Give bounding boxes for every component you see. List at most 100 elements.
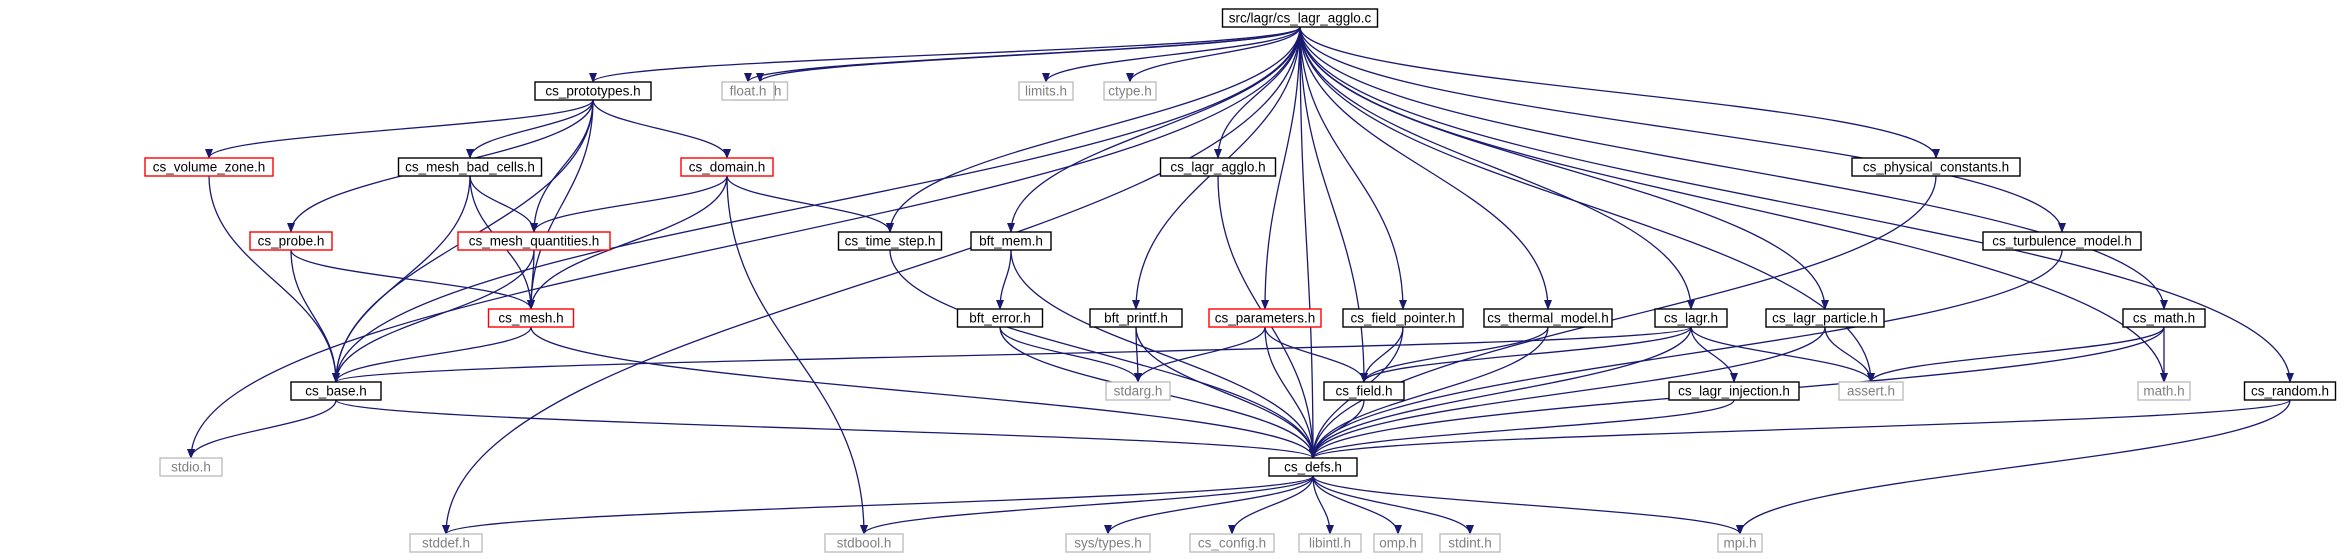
node-label: stdbool.h — [837, 536, 892, 551]
node-label: cs_parameters.h — [1215, 311, 1316, 326]
node-label: cs_field_pointer.h — [1350, 311, 1455, 326]
node-label: assert.h — [1847, 384, 1895, 399]
node-label: math.h — [2143, 384, 2184, 399]
node-cs-prototypes[interactable]: cs_prototypes.h — [534, 81, 652, 101]
node-box — [1323, 381, 1405, 401]
edge-cs_defs-to-stdint — [1312, 475, 1474, 535]
edge-cs_lagr_particle-to-cs_defs — [1309, 326, 1826, 459]
edge-root-to-cs_math — [1299, 26, 2168, 310]
node-cs-math[interactable]: cs_math.h — [2122, 308, 2206, 328]
edge-cs_field_pointer-to-cs_field — [1360, 326, 1404, 383]
node-ctype: ctype.h — [1103, 81, 1157, 101]
node-label: sys/types.h — [1074, 536, 1142, 551]
node-box — [970, 231, 1052, 251]
node-label: cs_prototypes.h — [545, 84, 640, 99]
edge-cs_mesh_quantities-to-cs_base — [332, 249, 535, 383]
node-cs-mesh[interactable]: cs_mesh.h — [487, 308, 575, 328]
node-box — [1268, 457, 1358, 477]
node-cs-base[interactable]: cs_base.h — [290, 381, 382, 401]
edge-cs_time_step-to-cs_defs — [889, 249, 1317, 459]
node-label: cs_mesh.h — [498, 311, 563, 326]
edge-cs_defs-to-libintl — [1312, 475, 1334, 535]
edge-cs_turbulence_model-to-cs_defs — [1309, 249, 2063, 459]
edge-cs_thermal_model-to-cs_defs — [1309, 326, 1549, 459]
node-box — [1765, 308, 1885, 328]
node-box — [1483, 308, 1613, 328]
node-cs-random[interactable]: cs_random.h — [2243, 381, 2337, 401]
node-box — [1103, 81, 1157, 101]
node-box — [409, 533, 483, 553]
edge-cs_prototypes-to-cs_mesh_bad_cells — [466, 99, 594, 159]
node-cs-physical-constants[interactable]: cs_physical_constants.h — [1851, 157, 2021, 177]
node-label: stddef.h — [422, 536, 470, 551]
node-cs-field-pointer[interactable]: cs_field_pointer.h — [1342, 308, 1464, 328]
node-cs-config: cs_config.h — [1189, 533, 1275, 553]
edge-root-to-cs_thermal_model — [1299, 26, 1552, 310]
edge-cs_random-to-mpi — [1736, 399, 2291, 535]
node-box — [2243, 381, 2337, 401]
node-label: cs_defs.h — [1284, 460, 1342, 475]
node-float: float.h — [721, 81, 775, 101]
node-label: cs_lagr_injection.h — [1678, 384, 1790, 399]
node-cs-time-step[interactable]: cs_time_step.h — [837, 231, 943, 251]
node-label: cs_turbulence_model.h — [1992, 234, 2132, 249]
edge-cs_lagr-to-cs_defs — [1309, 326, 1692, 459]
node-stdbool: stdbool.h — [824, 533, 904, 553]
edge-bft_mem-to-cs_defs — [1010, 249, 1317, 459]
edge-cs_prototypes-to-cs_mesh — [527, 99, 594, 310]
node-cs-mesh-bad-cells[interactable]: cs_mesh_bad_cells.h — [397, 157, 543, 177]
node-box — [290, 381, 382, 401]
edge-root-to-assert — [1299, 26, 1875, 383]
node-box — [457, 231, 611, 251]
edge-cs_probe-to-cs_base — [290, 249, 340, 383]
edge-root-to-cs_turbulence_model — [1299, 26, 2066, 233]
edge-cs_parameters-to-cs_defs — [1264, 326, 1317, 459]
node-bft-printf[interactable]: bft_printf.h — [1089, 308, 1183, 328]
node-cs-mesh-quantities[interactable]: cs_mesh_quantities.h — [457, 231, 611, 251]
node-label: cs_lagr_particle.h — [1772, 311, 1878, 326]
node-label: cs_config.h — [1198, 536, 1266, 551]
edge-cs_defs-to-omp — [1312, 475, 1402, 535]
edge-root-to-stdio — [187, 26, 1301, 459]
node-cs-lagr-agglo[interactable]: cs_lagr_agglo.h — [1159, 157, 1277, 177]
node-box — [1105, 381, 1171, 401]
node-cs-volume-zone[interactable]: cs_volume_zone.h — [144, 157, 274, 177]
node-bft-mem[interactable]: bft_mem.h — [970, 231, 1052, 251]
node-box — [144, 157, 274, 177]
node-box — [956, 308, 1044, 328]
edge-cs_domain-to-cs_mesh — [527, 175, 728, 310]
node-stdio: stdio.h — [159, 457, 223, 477]
node-box — [1018, 81, 1074, 101]
edge-cs_thermal_model-to-cs_field — [1360, 326, 1549, 383]
node-box — [1221, 8, 1379, 28]
node-box — [824, 533, 904, 553]
node-cs-lagr-particle[interactable]: cs_lagr_particle.h — [1765, 308, 1885, 328]
edge-root-to-stddef — [442, 26, 1301, 535]
node-label: omp.h — [1379, 536, 1417, 551]
node-label: cs_time_step.h — [845, 234, 936, 249]
node-sys-types: sys/types.h — [1065, 533, 1151, 553]
edge-cs_defs-to-stddef — [442, 475, 1314, 535]
edge-cs_domain-to-cs_mesh_quantities — [530, 175, 728, 233]
node-box — [1654, 308, 1728, 328]
node-cs-parameters[interactable]: cs_parameters.h — [1208, 308, 1322, 328]
node-cs-thermal-model[interactable]: cs_thermal_model.h — [1483, 308, 1613, 328]
node-cs-turbulence-model[interactable]: cs_turbulence_model.h — [1982, 231, 2142, 251]
edge-cs_base-to-cs_defs — [335, 399, 1317, 459]
edge-cs_base-to-stdio — [187, 399, 337, 459]
edge-bft_error-to-stdarg — [999, 326, 1142, 383]
node-cs-probe[interactable]: cs_probe.h — [249, 231, 333, 251]
edge-root-to-limits — [1042, 26, 1301, 83]
node-layer: src/lagr/cs_lagr_agglo.cstdlib.hcs_proto… — [144, 8, 2337, 553]
node-bft-error[interactable]: bft_error.h — [956, 308, 1044, 328]
edge-cs_volume_zone-to-cs_base — [208, 175, 340, 383]
node-cs-defs[interactable]: cs_defs.h — [1268, 457, 1358, 477]
edge-cs_probe-to-cs_mesh — [290, 249, 535, 310]
edge-root-to-float — [744, 26, 1301, 83]
node-label: cs_probe.h — [258, 234, 325, 249]
node-cs-lagr-injection[interactable]: cs_lagr_injection.h — [1668, 381, 1800, 401]
node-cs-domain[interactable]: cs_domain.h — [680, 157, 774, 177]
node-box — [837, 231, 943, 251]
node-cs-lagr[interactable]: cs_lagr.h — [1654, 308, 1728, 328]
node-cs-field[interactable]: cs_field.h — [1323, 381, 1405, 401]
